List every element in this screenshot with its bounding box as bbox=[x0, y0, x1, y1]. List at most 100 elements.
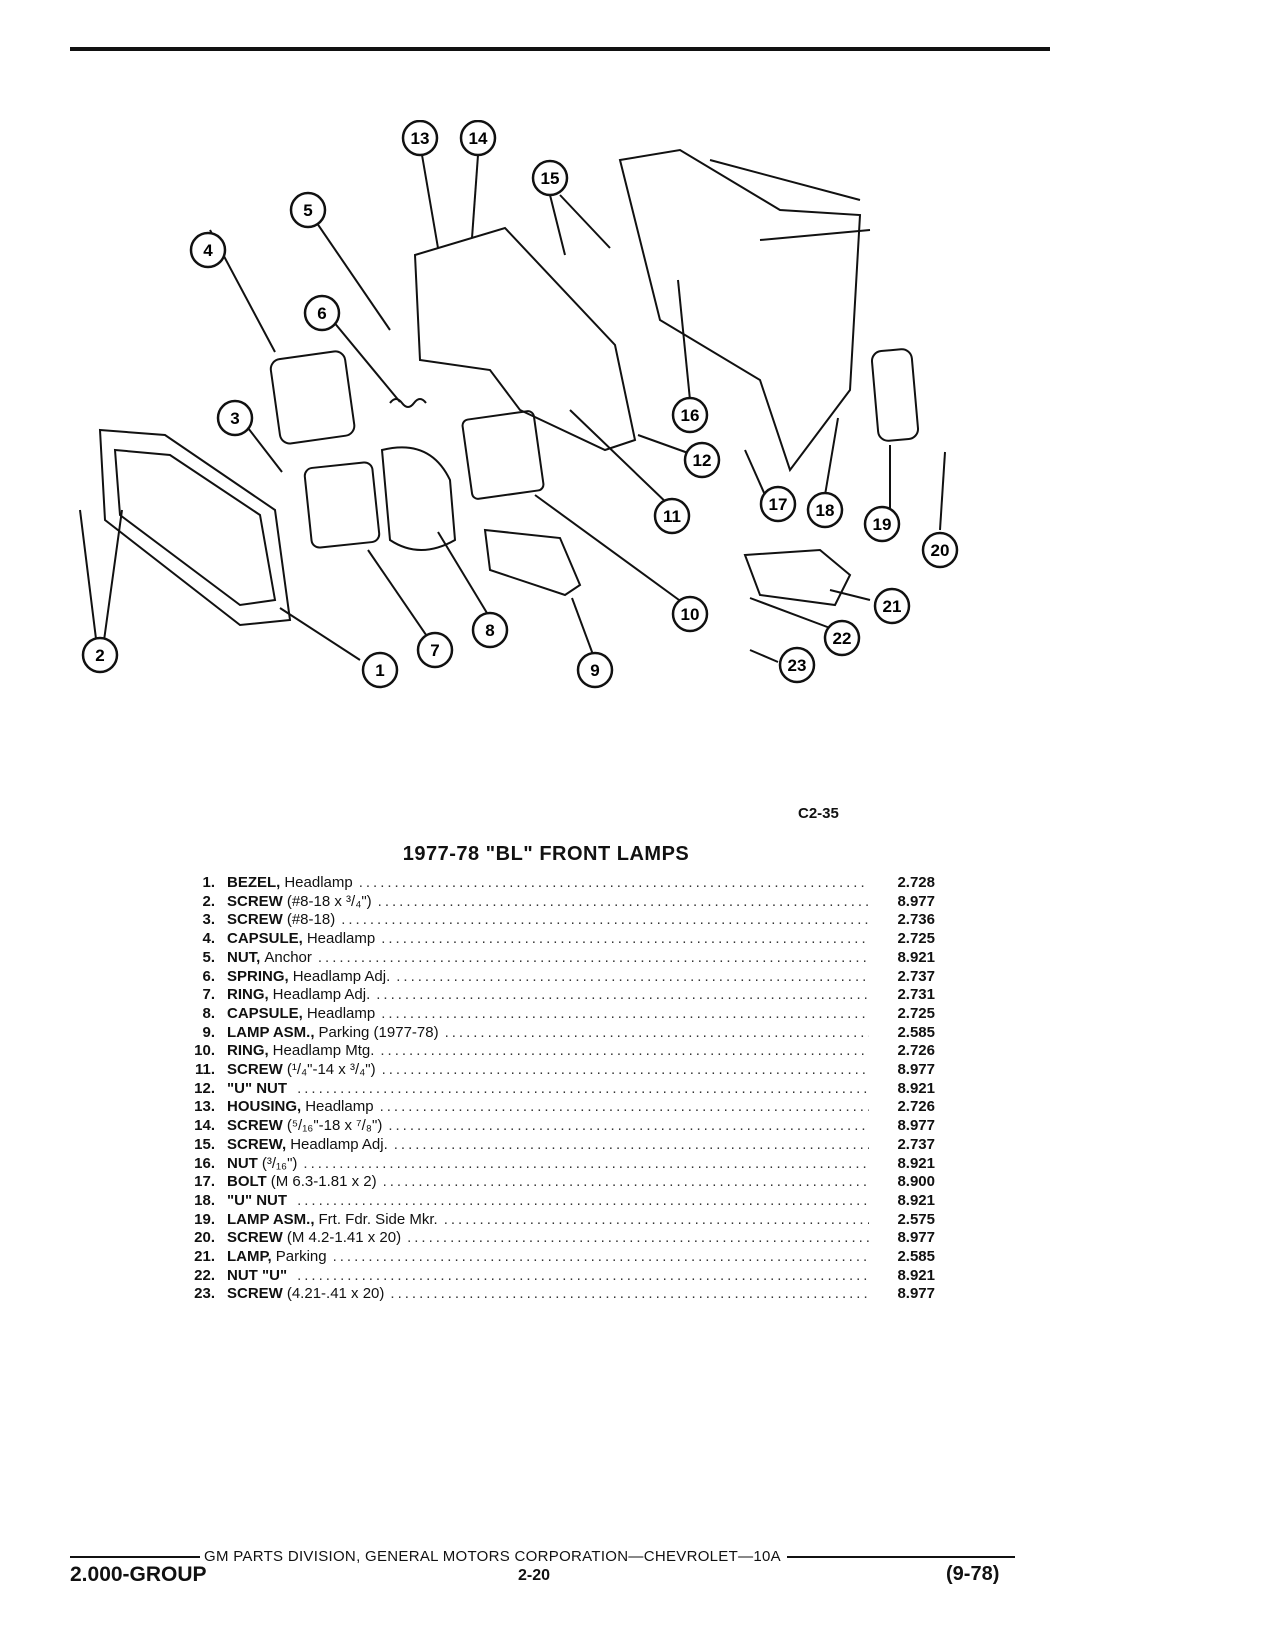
callout-label: 19 bbox=[873, 515, 892, 534]
leader-dots bbox=[303, 1155, 869, 1174]
footer-group: 2.000-GROUP bbox=[70, 1563, 207, 1586]
part-group-code: 8.921 bbox=[897, 1154, 935, 1172]
part-name: SPRING, bbox=[227, 967, 289, 985]
table-row: 19.LAMP ASM.,Frt. Fdr. Side Mkr.2.575 bbox=[175, 1211, 935, 1230]
part-name: CAPSULE, bbox=[227, 930, 303, 948]
leader-21 bbox=[829, 589, 871, 601]
part-group-code: 2.737 bbox=[897, 1135, 935, 1153]
table-row: 21.LAMP,Parking2.585 bbox=[175, 1248, 935, 1267]
part-name: SCREW bbox=[227, 911, 283, 929]
callout-21: 21 bbox=[873, 587, 911, 625]
part-group-code: 8.900 bbox=[897, 1173, 935, 1191]
leader-dots bbox=[383, 1173, 869, 1192]
page-title: 1977-78 "BL" FRONT LAMPS bbox=[402, 843, 690, 865]
leader-8 bbox=[437, 531, 491, 619]
part-number: 5. bbox=[202, 948, 215, 966]
callout-10: 10 bbox=[671, 595, 709, 633]
callout-circle bbox=[189, 231, 227, 269]
leader-10 bbox=[534, 494, 691, 609]
callout-circle bbox=[873, 587, 911, 625]
part-group-code: 8.977 bbox=[897, 1285, 935, 1303]
bezel-inner-shape bbox=[113, 448, 277, 607]
callout-8: 8 bbox=[471, 611, 509, 649]
leader-17 bbox=[744, 449, 766, 496]
part-name: SCREW bbox=[227, 1285, 283, 1303]
callout-circle bbox=[921, 531, 959, 569]
callout-circle bbox=[401, 119, 439, 157]
part-name: SCREW bbox=[227, 892, 283, 910]
part-name: SCREW, bbox=[227, 1135, 287, 1153]
callout-label: 10 bbox=[681, 605, 700, 624]
callout-label: 6 bbox=[317, 304, 326, 323]
part-number: 20. bbox=[194, 1229, 215, 1247]
callout-label: 15 bbox=[541, 169, 560, 188]
leader-dots bbox=[359, 874, 869, 893]
part-name: BOLT bbox=[227, 1173, 267, 1191]
callout-label: 9 bbox=[590, 661, 599, 680]
table-row: 3.SCREW(#8-18)2.736 bbox=[175, 911, 935, 930]
leader-15 bbox=[549, 194, 611, 256]
part-number: 23. bbox=[194, 1285, 215, 1303]
leader-20 bbox=[939, 451, 946, 531]
callout-label: 20 bbox=[931, 541, 950, 560]
part-description: Headlamp bbox=[305, 1098, 374, 1116]
part-name: SCREW bbox=[227, 1061, 283, 1079]
part-group-code: 2.725 bbox=[897, 1004, 935, 1022]
part-number: 22. bbox=[194, 1266, 215, 1284]
table-row: 15.SCREW,Headlamp Adj.2.737 bbox=[175, 1136, 935, 1155]
leader-18 bbox=[824, 417, 839, 496]
table-row: 18."U" NUT8.921 bbox=[175, 1192, 935, 1211]
leader-22 bbox=[749, 597, 831, 629]
part-number: 3. bbox=[202, 911, 215, 929]
part-number: 6. bbox=[202, 967, 215, 985]
part-number: 13. bbox=[194, 1098, 215, 1116]
leader-2 bbox=[79, 509, 123, 656]
part-number: 16. bbox=[194, 1154, 215, 1172]
part-description: Headlamp Mtg. bbox=[272, 1042, 375, 1060]
table-row: 13.HOUSING,Headlamp2.726 bbox=[175, 1098, 935, 1117]
table-row: 16.NUT(³/₁₆")8.921 bbox=[175, 1155, 935, 1174]
leader-dots bbox=[388, 1117, 869, 1136]
leader-5 bbox=[307, 209, 391, 331]
part-description: (¹/₄"-14 x ³/₄") bbox=[286, 1061, 376, 1079]
callout-11: 11 bbox=[653, 497, 691, 535]
part-name: RING, bbox=[227, 986, 269, 1004]
leader-dots bbox=[333, 1248, 869, 1267]
part-description: (4.21-.41 x 20) bbox=[286, 1285, 385, 1303]
part-group-code: 8.921 bbox=[897, 1191, 935, 1209]
figure-code: C2-35 bbox=[798, 805, 839, 822]
part-number: 19. bbox=[194, 1210, 215, 1228]
callout-circle bbox=[823, 619, 861, 657]
table-row: 8.CAPSULE,Headlamp2.725 bbox=[175, 1005, 935, 1024]
part-group-code: 2.728 bbox=[897, 874, 935, 891]
part-number: 4. bbox=[202, 930, 215, 948]
leader-dots bbox=[396, 968, 869, 987]
part-description: (M 6.3-1.81 x 2) bbox=[270, 1173, 377, 1191]
callout-circle bbox=[653, 497, 691, 535]
table-row: 2.SCREW(#8-18 x ³/₄")8.977 bbox=[175, 893, 935, 912]
part-description: (M 4.2-1.41 x 20) bbox=[286, 1229, 402, 1247]
table-row: 17.BOLT(M 6.3-1.81 x 2)8.900 bbox=[175, 1173, 935, 1192]
part-number: 12. bbox=[194, 1079, 215, 1097]
part-name: NUT bbox=[227, 1154, 258, 1172]
callout-13: 13 bbox=[401, 119, 439, 157]
part-description: Headlamp bbox=[284, 874, 353, 891]
callout-circle bbox=[216, 399, 254, 437]
part-group-code: 2.725 bbox=[897, 930, 935, 948]
capsule-8-shape bbox=[380, 446, 457, 551]
callout-circle bbox=[471, 611, 509, 649]
leader-dots bbox=[381, 1005, 869, 1024]
part-number: 7. bbox=[202, 986, 215, 1004]
parking-lamp-21-shape bbox=[743, 548, 852, 607]
callout-label: 2 bbox=[95, 646, 104, 665]
part-group-code: 2.737 bbox=[897, 967, 935, 985]
callout-label: 7 bbox=[430, 641, 439, 660]
callout-circle bbox=[759, 485, 797, 523]
leader-14 bbox=[471, 154, 479, 239]
leader-9 bbox=[571, 597, 596, 661]
callout-label: 16 bbox=[681, 406, 700, 425]
leader-dots bbox=[381, 930, 869, 949]
leader-dots bbox=[297, 1267, 869, 1286]
